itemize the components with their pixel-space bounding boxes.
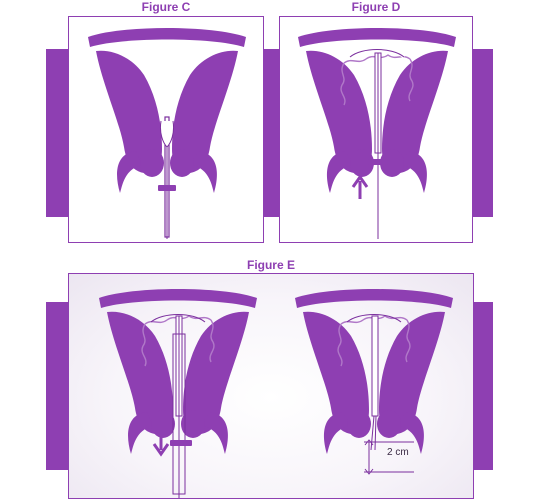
figure-e-uterus-illustrations: 2 cm: [69, 274, 474, 499]
side-bar-d-left: [263, 49, 279, 217]
side-bar-c-left: [46, 49, 68, 217]
side-bar-e-left: [46, 302, 68, 470]
figure-d-title: Figure D: [279, 0, 473, 14]
measure-label: 2 cm: [387, 447, 409, 458]
figure-c-panel: [68, 16, 264, 243]
side-bar-e-right: [473, 302, 493, 470]
figure-c-title: Figure C: [68, 0, 264, 14]
figure-e-title: Figure E: [68, 258, 474, 272]
figure-c-uterus-illustration: [69, 17, 264, 243]
figure-d-panel: [279, 16, 473, 243]
figure-d-uterus-illustration: [280, 17, 473, 243]
figure-e-panel: 2 cm: [68, 273, 474, 499]
side-bar-d-right: [473, 49, 493, 217]
